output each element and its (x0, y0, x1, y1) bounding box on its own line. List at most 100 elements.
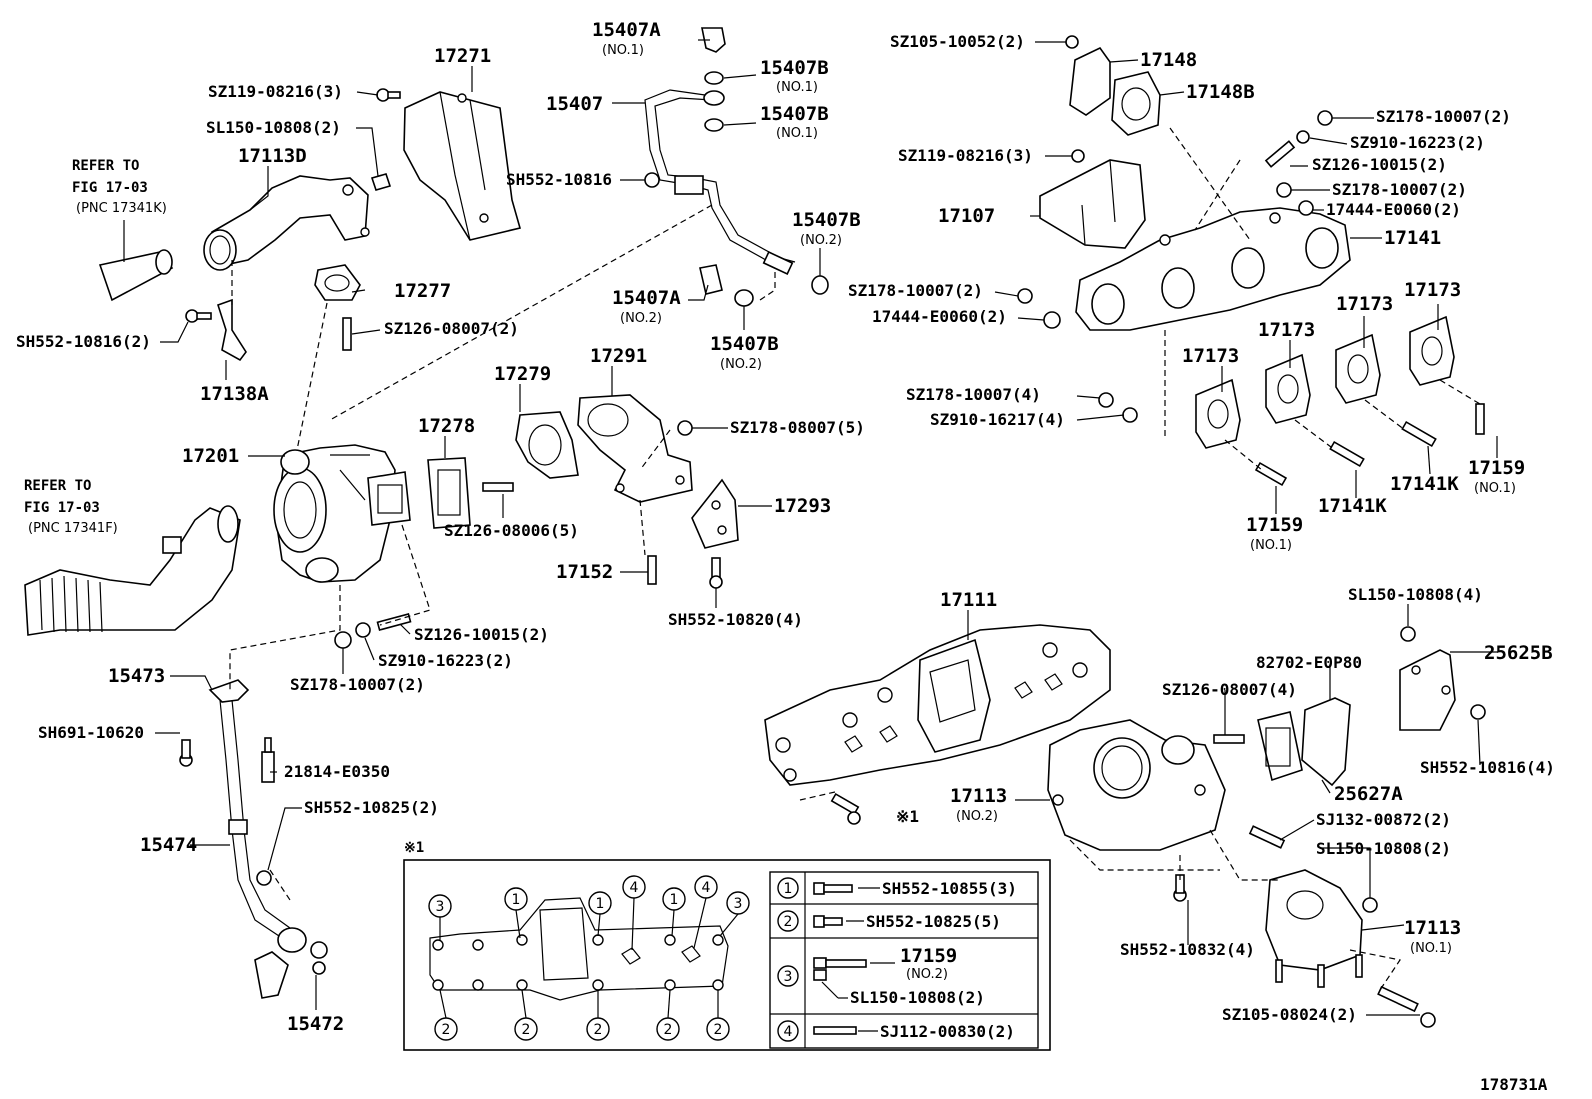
label-sz105-10052: SZ105-10052(2) (890, 32, 1025, 51)
label-17201: 17201 (182, 445, 239, 467)
label-17113-no2: 17113 (950, 785, 1007, 807)
svg-text:2: 2 (664, 1022, 673, 1038)
marker-1-c (662, 887, 686, 911)
legend-row-4: 4 SJ112-00830(2) (777, 1020, 1015, 1042)
label-sh552-10820-4: SH552-10820(4) (668, 610, 803, 629)
label-15472: 15472 (287, 1013, 344, 1035)
label-17148b: 17148B (1186, 81, 1255, 103)
label-no1-c: (NO.1) (776, 126, 818, 141)
svg-text:2: 2 (594, 1022, 603, 1038)
svg-text:2: 2 (522, 1022, 531, 1038)
part-drawings (24, 27, 1486, 1028)
label-17444-e0060-l: 17444-E0060(2) (872, 307, 1007, 326)
label-82702-e0p80: 82702-E0P80 (1256, 653, 1362, 672)
label-sl150-10808-4: SL150-10808(4) (1348, 585, 1483, 604)
marker-4-b (694, 875, 718, 899)
svg-text:4: 4 (630, 880, 639, 896)
legend-part-4: SJ112-00830(2) (880, 1022, 1015, 1041)
label-17111: 17111 (940, 589, 997, 611)
marker-4-a (622, 875, 646, 899)
label-sz126-08007-2: SZ126-08007(2) (384, 319, 519, 338)
label-sz126-10015-r: SZ126-10015(2) (1312, 155, 1447, 174)
label-refer2-line1: REFER TO (24, 478, 91, 494)
svg-text:2: 2 (714, 1022, 723, 1038)
label-sh552-10816-mid: SH552-10816 (506, 170, 612, 189)
label-21814-e0350: 21814-E0350 (284, 762, 390, 781)
marker-3-right (726, 891, 750, 915)
label-17113-no1: 17113 (1404, 917, 1461, 939)
svg-text:1: 1 (670, 892, 679, 908)
label-no2-a: (NO.2) (800, 233, 842, 248)
label-17148: 17148 (1140, 49, 1197, 71)
label-sz910-16223-left: SZ910-16223(2) (378, 651, 513, 670)
label-sl150-10808-2b: SL150-10808(2) (1316, 839, 1451, 858)
legend-part-3: 17159 (900, 945, 957, 967)
svg-text:4: 4 (702, 880, 711, 896)
label-17291: 17291 (590, 345, 647, 367)
legend-row-1: 1 SH552-10855(3) (777, 877, 1017, 899)
legend-part-1: SH552-10855(3) (882, 879, 1017, 898)
label-no2-d: (NO.2) (956, 809, 998, 824)
label-17107: 17107 (938, 205, 995, 227)
label-15407b-3: 15407B (792, 209, 861, 231)
label-sz910-16223-r: SZ910-16223(2) (1350, 133, 1485, 152)
label-17444-e0060-r: 17444-E0060(2) (1326, 200, 1461, 219)
label-15473: 15473 (108, 665, 165, 687)
label-no1-b: (NO.1) (776, 80, 818, 95)
label-17152: 17152 (556, 561, 613, 583)
label-17271: 17271 (434, 45, 491, 67)
label-no1-f: (NO.1) (1410, 941, 1452, 956)
marker-2-d (656, 1017, 680, 1041)
label-sh552-10825-2: SH552-10825(2) (304, 798, 439, 817)
legend-part-3-sub: (NO.2) (906, 967, 948, 982)
label-17173-b: 17173 (1258, 319, 1315, 341)
label-refer2-line3: (PNC 17341F) (28, 521, 118, 536)
label-15407b-4: 15407B (710, 333, 779, 355)
label-sz178-10007-4: SZ178-10007(4) (906, 385, 1041, 404)
label-no1-a: (NO.1) (602, 43, 644, 58)
label-refer1-line1: REFER TO (72, 158, 139, 174)
label-15474: 15474 (140, 834, 197, 856)
legend-row-2: 2 SH552-10825(5) (777, 910, 1001, 932)
svg-text:2: 2 (784, 914, 793, 930)
label-15407b-1: 15407B (760, 57, 829, 79)
legend-row-3: 3 17159 (NO.2) SL150-10808(2) (777, 945, 985, 1007)
label-17159-b: 17159 (1468, 457, 1525, 479)
label-17277: 17277 (394, 280, 451, 302)
svg-text:3: 3 (436, 899, 445, 915)
label-17141: 17141 (1384, 227, 1441, 249)
label-sz178-10007-r3: SZ178-10007(2) (848, 281, 983, 300)
svg-text:3: 3 (784, 969, 793, 985)
label-sh552-10816-4: SH552-10816(4) (1420, 758, 1555, 777)
label-sh691-10620: SH691-10620 (38, 723, 144, 742)
label-sz119-08216-r: SZ119-08216(3) (898, 146, 1033, 165)
label-sz126-08007-4: SZ126-08007(4) (1162, 680, 1297, 699)
marker-2-a (434, 1017, 458, 1041)
label-17141k-a: 17141K (1318, 495, 1387, 517)
marker-2-b (514, 1017, 538, 1041)
label-no2-c: (NO.2) (720, 357, 762, 372)
label-ref-mark: ※1 (896, 807, 919, 826)
svg-text:1: 1 (784, 881, 793, 897)
label-no1-d: (NO.1) (1250, 538, 1292, 553)
svg-text:1: 1 (596, 896, 605, 912)
label-15407: 15407 (546, 93, 603, 115)
label-17113d: 17113D (238, 145, 307, 167)
label-sz178-08007-5: SZ178-08007(5) (730, 418, 865, 437)
label-15407b-2: 15407B (760, 103, 829, 125)
label-sh552-10832-4: SH552-10832(4) (1120, 940, 1255, 959)
label-17293: 17293 (774, 495, 831, 517)
marker-3-left (428, 894, 452, 918)
label-sl150-10808-2: SL150-10808(2) (206, 118, 341, 137)
label-sz126-08006-5: SZ126-08006(5) (444, 521, 579, 540)
svg-text:1: 1 (512, 892, 521, 908)
part-labels: 17271 SZ119-08216(3) SL150-10808(2) 1711… (16, 19, 1555, 1094)
marker-1-b (588, 891, 612, 915)
label-sj132-00872: SJ132-00872(2) (1316, 810, 1451, 829)
diagram-id: 178731A (1480, 1075, 1548, 1094)
label-sz119-08216-top: SZ119-08216(3) (208, 82, 343, 101)
marker-1-a (504, 887, 528, 911)
inset-title: ※1 (404, 840, 424, 856)
label-sz105-08024-2: SZ105-08024(2) (1222, 1005, 1357, 1024)
label-no2-b: (NO.2) (620, 311, 662, 326)
